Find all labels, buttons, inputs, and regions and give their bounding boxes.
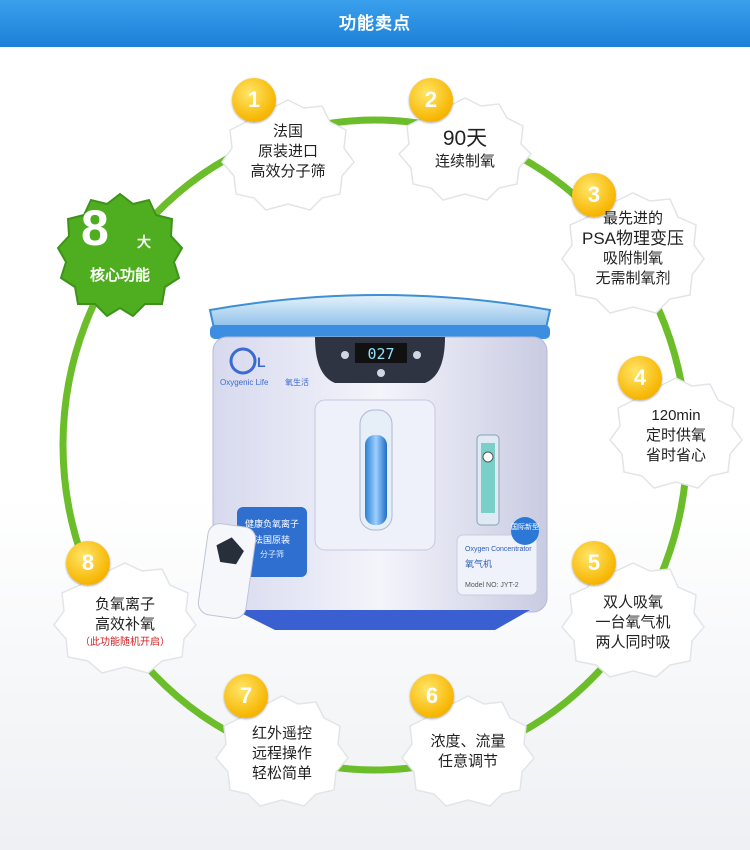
feature-number: 3: [572, 173, 616, 217]
plate-model: Model NO: JYT-2: [465, 582, 519, 589]
feature-cog-shape: [609, 377, 743, 489]
display-readout: 027: [367, 345, 394, 363]
label-line1: 健康负氧离子: [245, 518, 299, 530]
feature-number: 6: [410, 674, 454, 718]
feature-text: 法国 原装进口 高效分子筛: [250, 123, 326, 180]
feature-number: 2: [409, 78, 453, 122]
feature-cog-shape: [561, 192, 705, 314]
feature-8: 8 负氧离子 高效补氧 （此功能随机开启）: [50, 541, 200, 675]
feature-number: 5: [572, 541, 616, 585]
feature-cog-shape: [215, 695, 349, 807]
feature-cog-shape: [401, 695, 535, 807]
feature-6: 6 浓度、流量 任意调节: [398, 674, 538, 808]
feature-7: 7 红外遥控 远程操作 轻松简单: [212, 674, 352, 808]
badge-suffix: 大: [137, 234, 151, 250]
feature-1: 1 法国 原装进口 高效分子筛: [218, 78, 358, 212]
feature-4: 4 120min 定时供氧 省时省心: [606, 356, 746, 490]
feature-cog-shape: [221, 99, 355, 211]
header-title: 功能卖点: [339, 14, 411, 33]
page-header: 功能卖点: [0, 0, 750, 47]
feature-text: 120min 定时供氧 省时省心: [645, 407, 706, 464]
feature-text: 负氧离子 高效补氧 （此功能随机开启）: [50, 595, 200, 651]
core-functions-badge: 8 大 核心功能: [55, 190, 185, 320]
feature-5: 5 双人吸氧 一台氧气机 两人同时吸: [558, 541, 708, 680]
feature-text: 最先进的 PSA物理变压 吸附制氧 无需制氧剂: [581, 210, 685, 287]
feature-number: 7: [224, 674, 268, 718]
plate-cn: 氧气机: [465, 558, 492, 570]
feature-number: 4: [618, 356, 662, 400]
oxygen-concentrator-image: 027 L Oxygenic Life 氧生活 健康负氧离子 法国原装 分子筛 …: [197, 294, 552, 630]
feature-cog-shape: [397, 97, 533, 201]
badge-number: 8: [81, 200, 109, 256]
feature-note: （此功能随机开启）: [80, 637, 170, 648]
feature-text: 红外遥控 远程操作 轻松简单: [251, 725, 312, 782]
feature-text: 90天 连续制氧: [434, 127, 495, 170]
feature-2: 2 90天 连续制氧: [395, 78, 535, 202]
product-tag: 国际新型: [511, 522, 539, 531]
feature-number: 8: [66, 541, 110, 585]
label-line2: 法国原装: [254, 534, 290, 546]
feature-text: 双人吸氧 一台氧气机 两人同时吸: [595, 594, 671, 651]
brand-cn: 氧生活: [285, 377, 309, 387]
feature-cog-shape: [53, 562, 197, 674]
feature-text: 浓度、流量 任意调节: [430, 733, 506, 770]
badge-cog-shape: [56, 192, 184, 318]
svg-text:L: L: [257, 354, 266, 370]
brand-en: Oxygenic Life: [220, 378, 269, 387]
label-sub: 分子筛: [260, 549, 284, 559]
feature-cog-shape: [561, 562, 705, 678]
feature-number: 1: [232, 78, 276, 122]
feature-3: 3 最先进的 PSA物理变压 吸附制氧 无需制氧剂: [558, 173, 708, 315]
plate-en: Oxygen Concentrator: [465, 546, 532, 553]
badge-label: 核心功能: [89, 267, 150, 284]
